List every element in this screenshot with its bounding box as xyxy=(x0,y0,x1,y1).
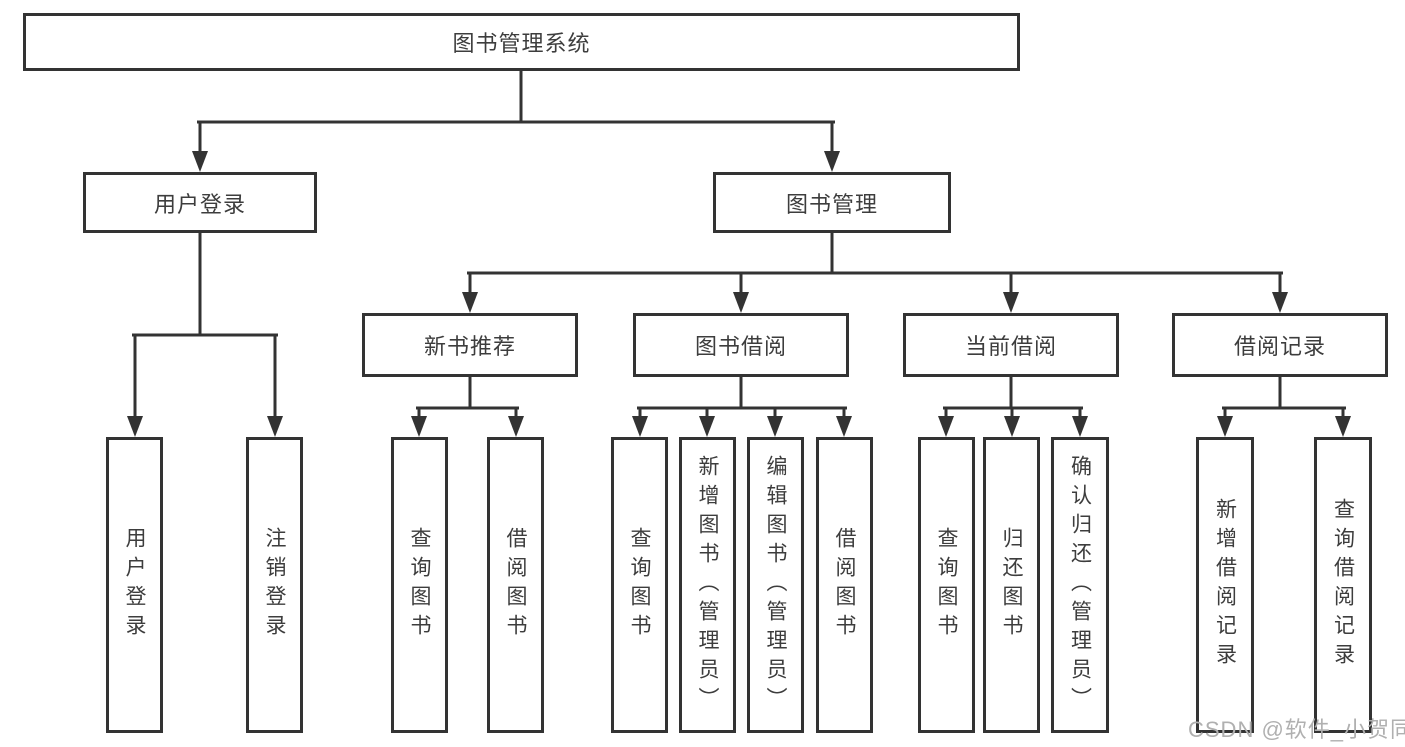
node-label: 编辑图书（管理员） xyxy=(764,454,787,716)
node-leaf-logout: 注销登录 xyxy=(246,437,303,733)
node-leaf-edit-books-admin: 编辑图书（管理员） xyxy=(747,437,804,733)
node-label: 新增图书（管理员） xyxy=(696,454,719,716)
csdn-watermark: CSDN @软件_小贺同学 xyxy=(1188,717,1405,742)
node-leaf-query-books-borrow: 查询图书 xyxy=(611,437,668,733)
node-label: 查询图书 xyxy=(408,527,431,643)
node-label: 归还图书 xyxy=(1000,527,1023,643)
node-label: 查询借阅记录 xyxy=(1331,498,1355,672)
arrowheads xyxy=(127,151,1351,437)
node-label: 用户登录 xyxy=(123,527,146,643)
node-label: 查询图书 xyxy=(935,527,958,643)
node-leaf-return-books: 归还图书 xyxy=(983,437,1040,733)
node-leaf-query-books-current: 查询图书 xyxy=(918,437,975,733)
node-current-borrow: 当前借阅 xyxy=(903,313,1119,377)
node-label: 注销登录 xyxy=(263,527,286,643)
node-book-management: 图书管理 xyxy=(713,172,951,233)
node-user-login-module: 用户登录 xyxy=(83,172,317,233)
node-label: 查询图书 xyxy=(628,527,651,643)
node-label: 确认归还（管理员） xyxy=(1068,454,1092,716)
node-leaf-borrow-books-recommend: 借阅图书 xyxy=(487,437,544,733)
node-new-book-recommend: 新书推荐 xyxy=(362,313,578,377)
node-label: 新增借阅记录 xyxy=(1213,498,1237,672)
node-label: 用户登录 xyxy=(153,191,246,217)
node-leaf-add-borrow-record: 新增借阅记录 xyxy=(1196,437,1254,733)
node-root-label: 图书管理系统 xyxy=(452,31,591,56)
node-leaf-confirm-return-admin: 确认归还（管理员） xyxy=(1051,437,1109,733)
node-label: 借阅图书 xyxy=(504,527,527,643)
node-label: 图书借阅 xyxy=(694,334,787,359)
node-leaf-add-books-admin: 新增图书（管理员） xyxy=(679,437,736,733)
node-label: 新书推荐 xyxy=(423,334,516,359)
node-leaf-query-borrow-record: 查询借阅记录 xyxy=(1314,437,1372,733)
node-book-borrow: 图书借阅 xyxy=(633,313,849,377)
node-root-system: 图书管理系统 xyxy=(23,13,1020,71)
node-leaf-user-login: 用户登录 xyxy=(106,437,163,733)
node-leaf-borrow-books: 借阅图书 xyxy=(816,437,873,733)
node-borrow-records: 借阅记录 xyxy=(1172,313,1388,377)
node-label: 借阅图书 xyxy=(833,527,856,643)
node-label: 借阅记录 xyxy=(1233,334,1326,359)
node-label: 图书管理 xyxy=(785,191,878,217)
node-leaf-query-books-recommend: 查询图书 xyxy=(391,437,448,733)
node-label: 当前借阅 xyxy=(964,334,1057,359)
